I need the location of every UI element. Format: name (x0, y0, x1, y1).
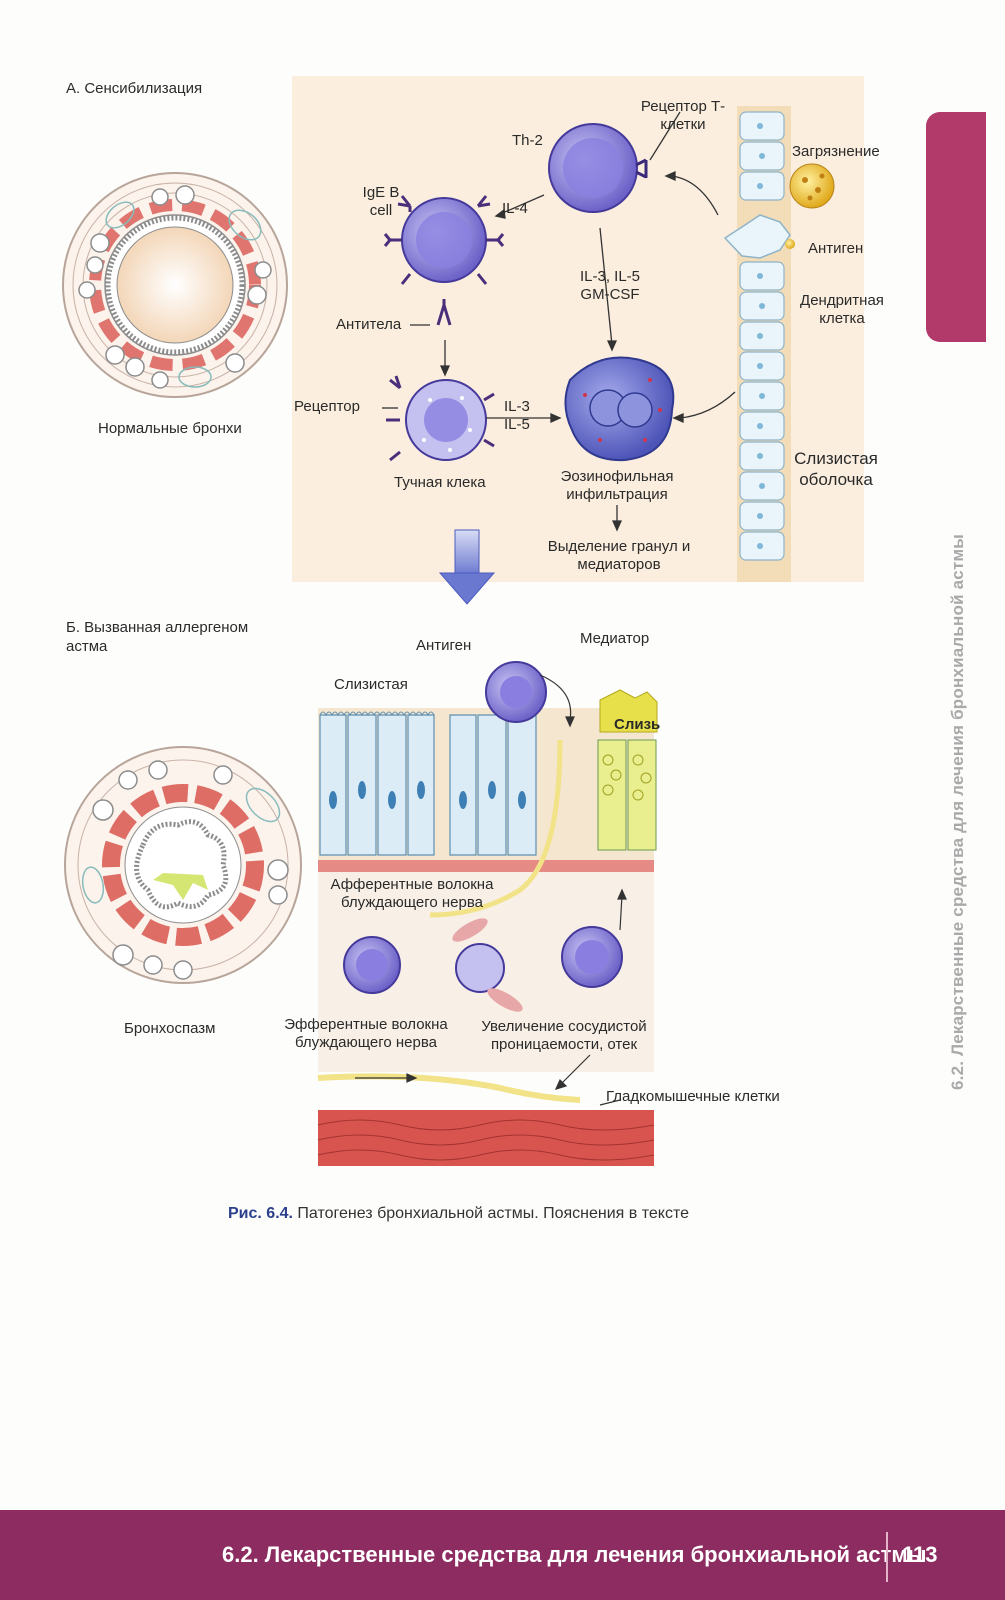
mucus-label: Слизь (614, 716, 661, 733)
afferent-fibers-label: Афферентные волокна блуждающего нерва (330, 876, 494, 911)
page-footer: 6.2. Лекарственные средства для лечения … (0, 1510, 1005, 1600)
page-number: 113 (902, 1542, 938, 1567)
normal-bronchus (62, 172, 288, 398)
mucosa-label-b: Слизистая (334, 676, 408, 693)
footer-title: 6.2. Лекарственные средства для лечения … (222, 1542, 927, 1567)
normal-bronchi-label: Нормальные бронхи (98, 420, 242, 437)
efferent-fibers-label: Эфферентные волокна блуждающего нерва (284, 1016, 448, 1051)
figure-number: Рис. 6.4. (228, 1205, 293, 1222)
eosinophil-infiltration-label: Эозинофильная инфильтрация (560, 468, 674, 503)
granule-release-label: Выделение гранул и медиаторов (547, 538, 691, 573)
bronchospasm-label: Бронхоспазм (124, 1020, 216, 1037)
chapter-tab (926, 112, 986, 342)
vertical-running-title: 6.2. Лекарственные средства для лечения … (948, 390, 978, 1090)
smooth-muscle-label: Гладкомышечные клетки (606, 1088, 780, 1105)
ige-b-cell-label: IgE B cell (362, 184, 400, 219)
mast-cell-label: Тучная клека (394, 474, 486, 491)
th2-label: Th-2 (512, 132, 543, 149)
vertical-title-text: 6.2. Лекарственные средства для лечения … (948, 534, 967, 1090)
antigen-label-a: Антиген (808, 240, 864, 257)
mediator-label: Медиатор (580, 630, 650, 647)
footer-separator (886, 1532, 888, 1582)
il4-label: IL-4 (502, 200, 528, 217)
il3-il5-gmcsf-label: IL-3, IL-5 GM-CSF (579, 268, 641, 303)
figure-caption: Рис. 6.4. Патогенез бронхиальной астмы. … (228, 1205, 689, 1223)
pollution-label: Загрязнение (792, 143, 880, 160)
figure-caption-text: Патогенез бронхиальной астмы. Пояснения … (292, 1205, 690, 1222)
section-a-title: А. Сенсибилизация (66, 80, 203, 97)
section-b-title: Б. Вызванная аллергеном астма (66, 619, 249, 655)
receptor-label: Рецептор (294, 398, 360, 415)
antibodies-label: Антитела (336, 316, 402, 333)
dendritic-cell-label: Дендритная клетка (800, 292, 884, 327)
mucosa-label-a: Слизистая оболочка (794, 449, 878, 489)
il3-il5-label: IL-3 IL-5 (504, 398, 530, 433)
bronchospasm-bronchus (64, 746, 302, 984)
t-cell-receptor-label: Рецептор Т-клетки (640, 98, 726, 133)
antigen-label-b: Антиген (416, 637, 472, 654)
vascular-permeability-label: Увеличение сосудистой проницаемости, оте… (481, 1018, 647, 1053)
